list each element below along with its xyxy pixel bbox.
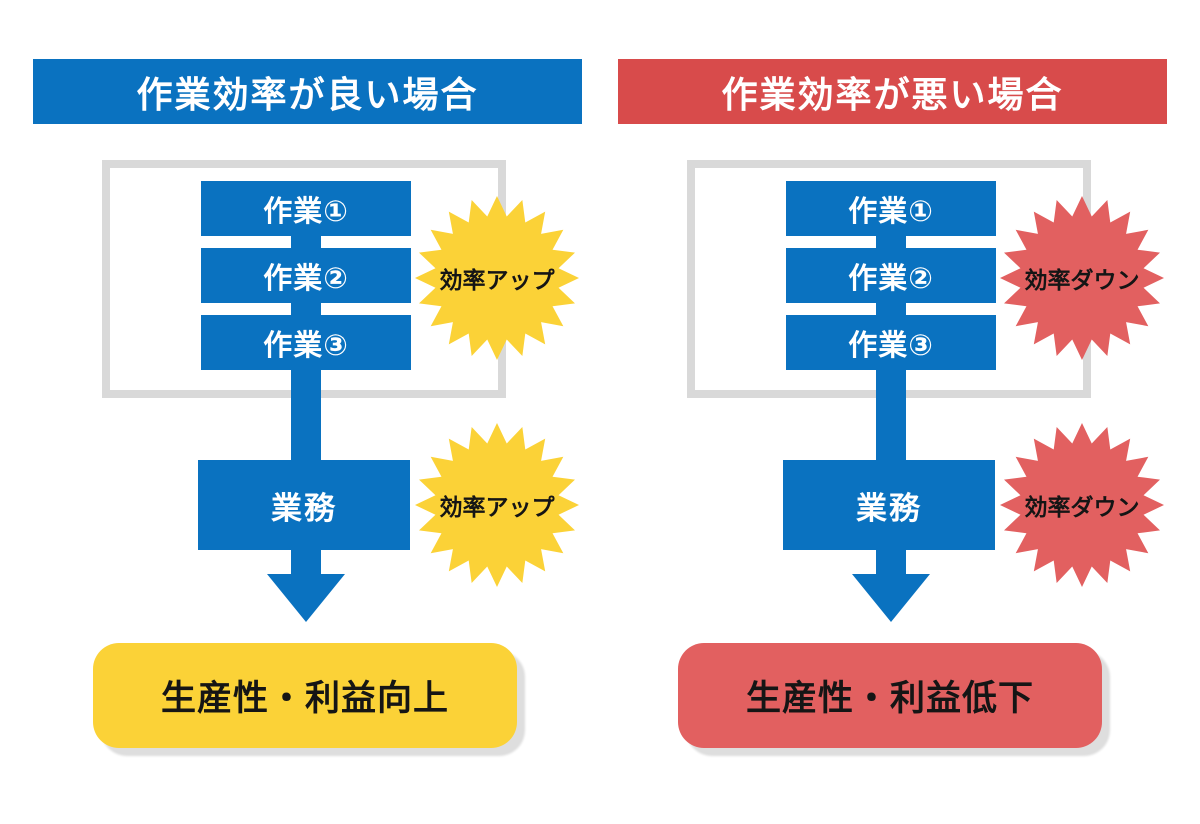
bad-task-box-3: 作業③ [786, 315, 996, 370]
good-column-header: 作業効率が良い場合 [33, 59, 582, 124]
starburst-icon [415, 196, 579, 360]
bad-task-box-1: 作業① [786, 181, 996, 236]
bad-flow-arrowhead [852, 574, 930, 622]
starburst-icon [415, 423, 579, 587]
bad-burst-top-label: 効率ダウン [1024, 267, 1140, 293]
bad-process-box: 業務 [783, 460, 995, 550]
good-burst-bottom: 効率アップ [415, 423, 579, 587]
bad-burst-bottom-label: 効率ダウン [1024, 494, 1140, 520]
good-task-box-2: 作業② [201, 248, 411, 303]
good-burst-top: 効率アップ [415, 196, 579, 360]
good-flow-arrowhead [267, 574, 345, 622]
bad-column-header: 作業効率が悪い場合 [618, 59, 1167, 124]
good-process-box: 業務 [198, 460, 410, 550]
bad-burst-bottom: 効率ダウン [1000, 423, 1164, 587]
good-task-box-3: 作業③ [201, 315, 411, 370]
starburst-icon [1000, 423, 1164, 587]
starburst-icon [1000, 196, 1164, 360]
good-burst-top-label: 効率アップ [439, 267, 555, 293]
bad-efficiency-column: 作業効率が悪い場合 作業① 作業② 作業③ 効率ダウン 業務 効率ダウン 生産性… [585, 0, 1185, 824]
bad-task-box-2: 作業② [786, 248, 996, 303]
good-task-box-1: 作業① [201, 181, 411, 236]
good-burst-bottom-label: 効率アップ [439, 494, 555, 520]
good-result-box: 生産性・利益向上 [93, 643, 517, 748]
bad-burst-top: 効率ダウン [1000, 196, 1164, 360]
bad-result-box: 生産性・利益低下 [678, 643, 1102, 748]
good-efficiency-column: 作業効率が良い場合 作業① 作業② 作業③ 効率アップ 業務 効率アップ 生産性… [33, 59, 582, 748]
